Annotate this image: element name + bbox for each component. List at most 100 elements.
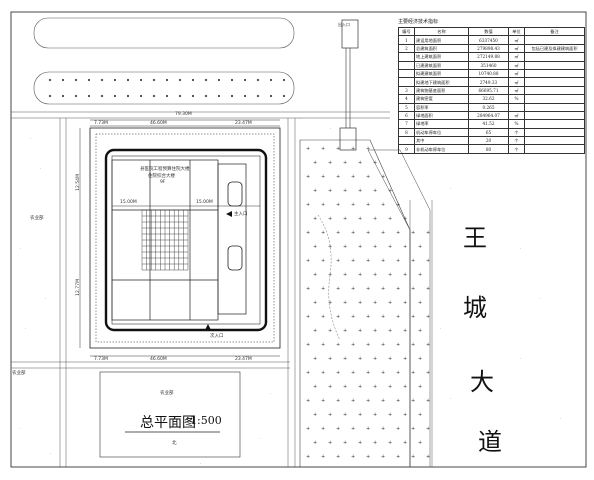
tree-mark: + [388,188,392,194]
tree-mark: + [336,398,340,404]
cell-value: 10740.88 [468,68,509,79]
label-gate: 出入口 [338,22,350,27]
tree-mark: + [411,286,415,292]
tree-mark: + [358,300,362,306]
elevation-mark: · [20,247,21,251]
cell-note [524,119,585,129]
tree-mark: + [351,370,355,376]
label-neighbor-west: 农业部 [30,216,44,221]
green-belt-dotted [33,71,295,105]
tree-mark: + [381,230,385,236]
tree-mark: + [426,342,430,348]
cell-no [398,60,415,70]
cell-unit: % [508,94,525,104]
tree-mark: + [343,216,347,222]
belt-dot [243,94,247,98]
cell-name: 建设用地面积 [414,35,469,45]
cell-note [524,35,585,45]
cell-note [524,110,585,121]
tree-mark: + [306,342,310,348]
tree-mark: + [321,146,325,152]
tree-mark: + [321,342,325,348]
belt-dot [61,78,65,82]
tree-mark: + [426,286,430,292]
belt-dot [217,94,221,98]
belt-dot [74,94,78,98]
cell-no: 9 [398,144,415,154]
tree-mark: + [336,202,340,208]
tree-mark: + [336,146,340,152]
tree-mark: + [426,454,430,460]
site-boundary [89,127,281,349]
cell-unit: 个 [508,127,525,138]
cell-name: 容积率 [414,102,469,112]
cell-name: 绿地面积 [414,110,469,121]
tree-mark: + [396,286,400,292]
drawing-frame [10,11,587,468]
tree-mark: + [321,174,325,180]
tree-mark: + [373,300,377,306]
tree-mark: + [313,244,317,250]
tree-mark: + [381,342,385,348]
cell-name: 其中 [414,136,469,146]
elevation-mark: · [450,397,451,401]
cell-unit [508,102,525,112]
tree-mark: + [366,174,370,180]
tree-mark: + [328,440,332,446]
elevation-mark: · [300,117,301,121]
tree-mark: + [418,300,422,306]
tree-mark: + [306,314,310,320]
elevation-mark: · [40,167,41,171]
belt-dot [243,78,247,82]
tree-mark: + [411,342,415,348]
tree-mark: + [343,412,347,418]
tree-mark: + [388,244,392,250]
cell-name: 机动车停车位 [414,127,469,138]
drawing-title: 总平面图 [140,415,196,431]
elevation-mark: · [440,327,441,331]
tree-mark: + [351,454,355,460]
tree-mark: + [396,454,400,460]
cell-value: 32.62 [468,94,509,104]
tree-mark: + [343,188,347,194]
belt-dot [191,78,195,82]
tree-mark: + [381,174,385,180]
belt-dot [230,94,234,98]
cell-no [398,136,415,146]
tree-mark: + [381,202,385,208]
tree-mark: + [306,230,310,236]
tree-mark: + [313,384,317,390]
cell-unit: 个 [508,136,525,146]
belt-dot [269,78,273,82]
cell-name: 拟建地下建筑面积 [414,77,469,87]
cell-note [524,68,585,79]
tree-mark: + [321,230,325,236]
tree-mark: + [381,370,385,376]
tree-mark: + [328,272,332,278]
tree-mark: + [411,314,415,320]
building-name: 县医院工程预算住院大楼 [140,167,190,172]
cell-no: 6 [398,110,415,121]
tree-mark: + [321,398,325,404]
header-note: 备注 [524,26,585,37]
cell-note [524,52,585,62]
cell-no: 2 [398,43,415,54]
cell-note [524,144,585,154]
belt-dot [217,78,221,82]
tree-mark: + [366,258,370,264]
tree-mark: + [373,328,377,334]
tree-mark: + [366,342,370,348]
belt-dot [256,78,260,82]
tree-mark: + [366,398,370,404]
cell-unit: ㎡ [508,43,525,54]
cell-unit: ㎡ [508,68,525,79]
belt-dot [282,78,286,82]
belt-dots [48,78,286,98]
tree-mark: + [396,314,400,320]
tree-mark: + [351,230,355,236]
tree-mark: + [373,412,377,418]
tree-mark: + [358,160,362,166]
tree-mark: + [313,300,317,306]
